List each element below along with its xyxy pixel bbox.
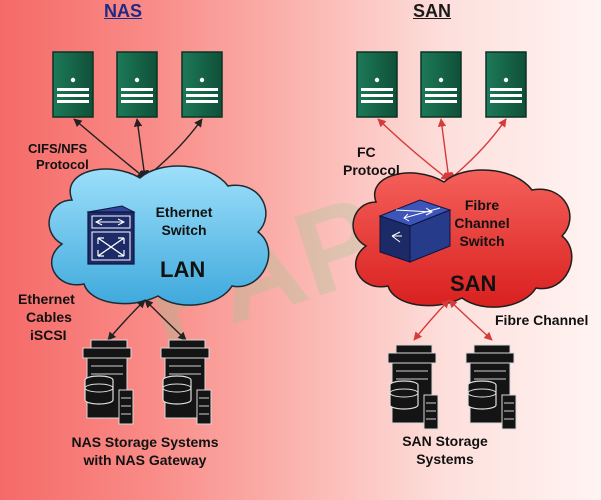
nas-cables-line2: Cables (26, 309, 72, 325)
san-cloud (352, 169, 573, 308)
san-storage-1 (387, 344, 439, 430)
lan-label: LAN (160, 257, 206, 282)
nas-server-1 (52, 51, 94, 118)
nas-cables-label: Ethernet Cables iSCSI (18, 290, 75, 344)
nas-protocol-line1: CIFS/NFS (28, 141, 88, 156)
san-protocol-line2: Protocol (343, 162, 400, 178)
san-server-1 (356, 51, 398, 118)
san-storage-line2: Systems (416, 451, 474, 467)
nas-server-3 (181, 51, 223, 118)
nas-storage-1 (82, 339, 134, 425)
fibre-channel-switch-icon (378, 199, 452, 263)
fibre-switch-line3: Switch (459, 233, 505, 249)
san-network-label: SAN (450, 271, 497, 296)
san-server-3 (485, 51, 527, 118)
fibre-channel-switch-label: Fibre Channel Switch (448, 196, 516, 250)
ethernet-switch-line2: Switch (161, 222, 207, 238)
san-server-2 (420, 51, 462, 118)
lan-cloud (48, 165, 270, 306)
nas-cables-line1: Ethernet (18, 291, 75, 307)
nas-storage-2 (160, 339, 212, 425)
nas-protocol-line2: Protocol (36, 157, 89, 172)
san-storage-2 (465, 344, 517, 430)
nas-storage-line2: with NAS Gateway (83, 452, 207, 468)
nas-server-2 (116, 51, 158, 118)
san-storage-label: SAN Storage Systems (380, 432, 510, 468)
ethernet-switch-icon (86, 205, 136, 265)
san-protocol-label: FC Protocol (343, 143, 400, 179)
ethernet-switch-label: Ethernet Switch (148, 203, 220, 239)
fibre-channel-link-label: Fibre Channel (495, 312, 589, 328)
san-protocol-line1: FC (357, 144, 376, 160)
nas-storage-line1: NAS Storage Systems (71, 434, 219, 450)
ethernet-switch-line1: Ethernet (155, 204, 213, 220)
nas-storage-arrows (107, 299, 187, 341)
fibre-switch-line1: Fibre (464, 197, 500, 213)
san-storage-arrows (413, 299, 493, 341)
nas-title: NAS (104, 1, 143, 21)
fibre-switch-line2: Channel (454, 215, 510, 231)
nas-protocol-label: CIFS/NFS Protocol (28, 141, 89, 173)
nas-cables-line3: iSCSI (30, 327, 67, 343)
san-title: SAN (413, 1, 452, 21)
nas-storage-label: NAS Storage Systems with NAS Gateway (50, 433, 240, 469)
san-storage-line1: SAN Storage (402, 433, 488, 449)
